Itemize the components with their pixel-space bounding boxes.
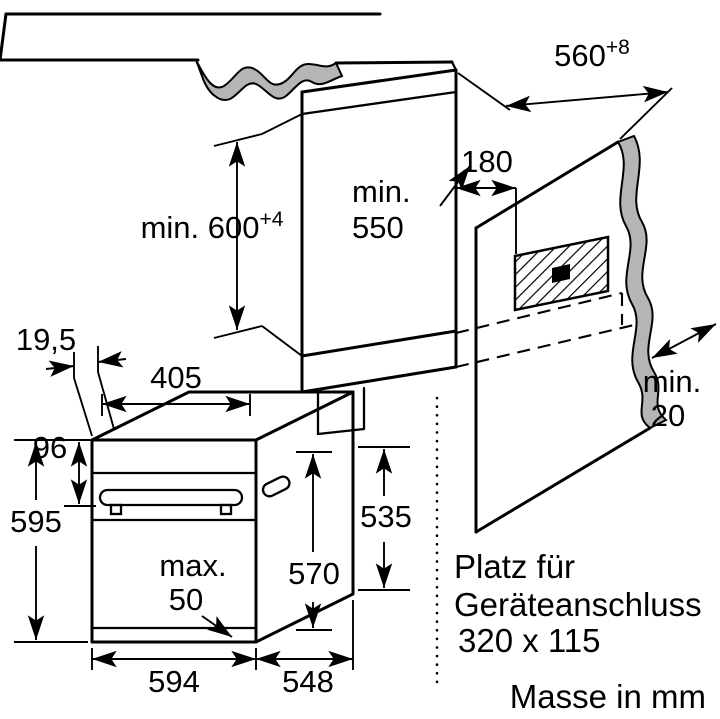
dimensions: 560+8 min. 600+4 min. 550 180 — [10, 36, 717, 699]
dim-oven-width-label: 594 — [148, 664, 200, 699]
side-wall-top-edge — [474, 140, 620, 230]
countertop-left-end — [0, 12, 8, 62]
side-latch — [261, 475, 291, 498]
dim-front-gap-label: 19,5 — [16, 322, 76, 357]
dim-niche-width-label: 560+8 — [554, 36, 630, 73]
plinth-base — [316, 427, 366, 436]
dim-niche-depth: min. 550 — [352, 165, 471, 245]
dim-front-gap: 19,5 — [16, 322, 127, 437]
countertop-front-edge-right — [334, 60, 454, 65]
dim-door-max: max. 50 — [159, 548, 233, 638]
notes: Platz für Geräteanschluss 320 x 115 Mass… — [454, 548, 706, 715]
oven-side-face — [254, 390, 355, 644]
hidden-floor-back-edge — [455, 291, 623, 335]
countertop-torn-edge — [195, 59, 344, 101]
dim-door-max-label-2: 50 — [169, 582, 203, 617]
dim-rear-gap-label-2: 20 — [651, 398, 685, 433]
connection-note-line2: Geräteanschluss — [454, 586, 702, 623]
handle-bracket-left — [109, 503, 123, 516]
dim-niche-depth-label-2: 550 — [352, 210, 404, 245]
oven-top-face — [90, 390, 355, 442]
dim-door-max-label-1: max. — [159, 548, 226, 583]
dim-niche-depth-label-1: min. — [352, 174, 411, 209]
connection-terminal — [552, 264, 570, 283]
dim-inner-depth: 570 — [288, 451, 340, 631]
dim-rear-gap-label-1: min. — [643, 364, 702, 399]
dim-niche-height-label: min. 600+4 — [141, 208, 284, 245]
niche-floor-front-edge — [300, 329, 458, 358]
dim-oven-height: 595 — [10, 439, 88, 643]
side-wall — [474, 134, 668, 534]
dim-oven-height-label: 595 — [10, 504, 62, 539]
door-handle — [98, 488, 244, 507]
connection-note-line3: 320 x 115 — [458, 622, 601, 659]
handle-bracket-right — [219, 503, 233, 516]
niche-top-edge — [300, 68, 458, 94]
dim-connection-offset-label: 180 — [461, 144, 513, 179]
hidden-bottom-back-edge — [455, 323, 635, 369]
dim-rear-height-label: 535 — [360, 499, 412, 534]
dim-connection-offset: 180 — [456, 144, 517, 254]
units-note: Masse in mm — [510, 678, 706, 715]
dim-panel-height-label: 96 — [33, 430, 67, 465]
connection-note-line1: Platz für — [454, 548, 575, 585]
dim-oven-depth: 548 — [256, 600, 354, 699]
oven-front-face — [90, 438, 258, 644]
dim-panel-height: 96 — [33, 430, 96, 507]
dim-inner-depth-label: 570 — [288, 556, 340, 591]
cabinet-niche — [300, 68, 635, 436]
dim-niche-height: min. 600+4 — [141, 113, 303, 357]
countertop — [0, 12, 458, 101]
dim-niche-width: 560+8 — [457, 36, 673, 140]
niche-bottom-front-edge — [300, 365, 458, 394]
dim-top-depth: 405 — [101, 360, 251, 416]
side-wall-torn-edge — [616, 134, 668, 430]
side-wall-bottom-edge — [474, 426, 652, 534]
dim-rear-gap: min. 20 — [643, 323, 717, 433]
dim-top-depth-label: 405 — [150, 360, 202, 395]
dim-rear-height: 535 — [358, 446, 412, 591]
dim-oven-width: 594 — [91, 648, 257, 699]
niche-ceiling-inner-edge — [300, 90, 458, 116]
dim-oven-depth-label: 548 — [282, 664, 334, 699]
